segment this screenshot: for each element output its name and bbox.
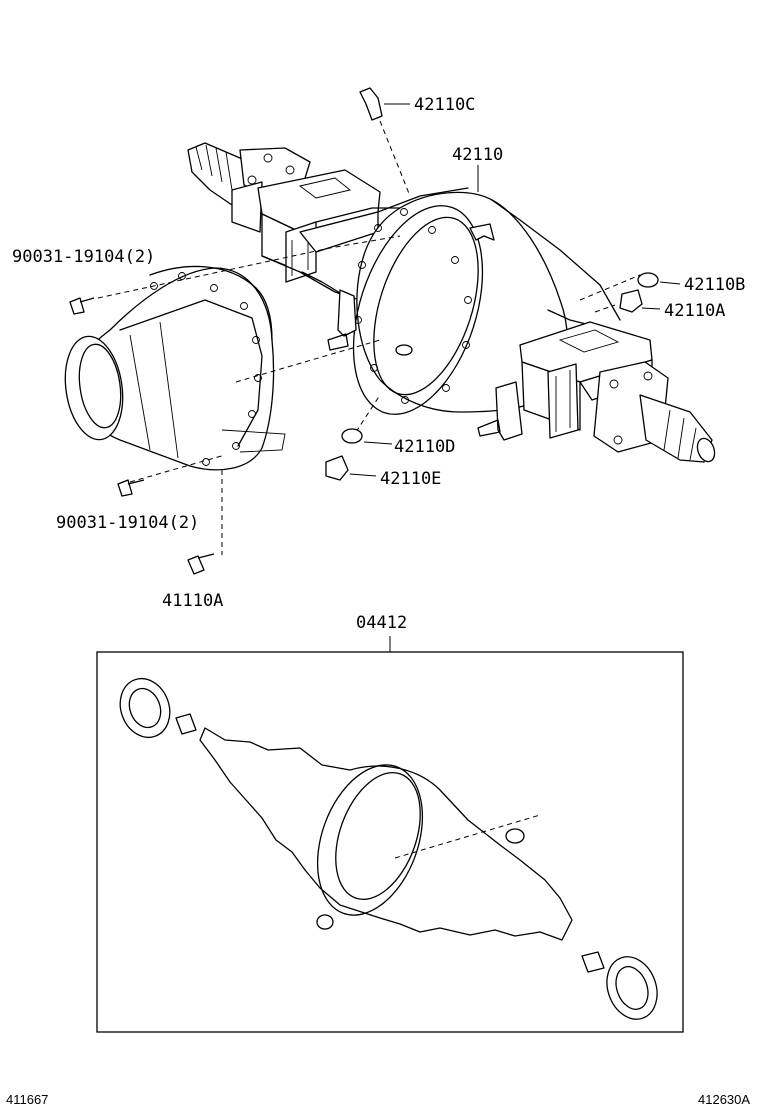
label-41110A: 41110A (162, 591, 223, 611)
drain-plug-icon (619, 289, 643, 313)
differential-carrier-bowl (352, 191, 568, 415)
footer-right-code: 412630A (698, 1092, 750, 1107)
breather-plug-icon (359, 87, 383, 121)
bolt-icon (117, 479, 145, 497)
label-42110D: 42110D (394, 437, 455, 457)
left-spring-seat (257, 169, 381, 283)
label-bolt-bottom: 90031-19104(2) (56, 513, 199, 533)
part-labels: 42110C 42110 42110B 42110A 42110D 42110E… (12, 95, 745, 633)
gasket-d-icon (341, 428, 363, 444)
filler-plug-icon (325, 455, 349, 481)
gasket-icon (637, 272, 659, 288)
label-04412: 04412 (356, 613, 407, 633)
label-42110: 42110 (452, 145, 503, 165)
bolt-icon (69, 297, 95, 315)
label-bolt-top: 90031-19104(2) (12, 247, 155, 267)
small-parts (69, 87, 659, 575)
left-spindle (187, 142, 311, 233)
right-spindle (593, 361, 716, 463)
label-42110A: 42110A (664, 301, 725, 321)
assembly-guide-lines (97, 95, 641, 555)
label-42110E: 42110E (380, 469, 441, 489)
footer-left-code: 411667 (6, 1092, 48, 1107)
leader-lines (349, 103, 681, 652)
differential-carrier-cone (64, 265, 286, 471)
axle-housing-assembly (187, 142, 716, 463)
label-42110C: 42110C (414, 95, 475, 115)
label-42110B: 42110B (684, 275, 745, 295)
gasket-kit-box (96, 651, 684, 1033)
bolt-icon (187, 553, 215, 575)
